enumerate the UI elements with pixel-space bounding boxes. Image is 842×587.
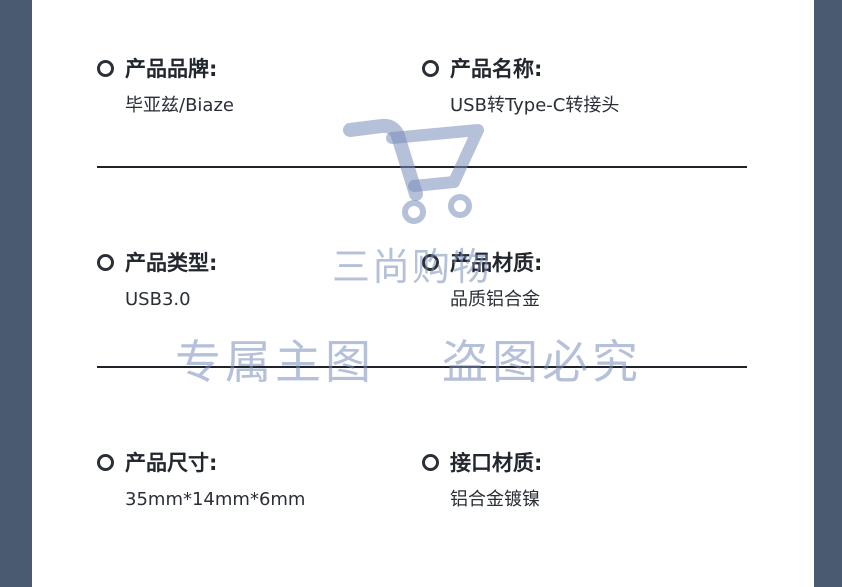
spec-label: 产品类型: — [125, 251, 218, 275]
spec-value: 毕亚兹/Biaze — [125, 95, 234, 116]
bullet-icon — [97, 254, 114, 271]
spec-label: 产品尺寸: — [125, 451, 218, 475]
divider — [97, 366, 747, 368]
spec-label: 产品名称: — [450, 57, 543, 81]
spec-label: 产品品牌: — [125, 57, 218, 81]
spec-value: USB3.0 — [125, 289, 191, 310]
bullet-icon — [422, 454, 439, 471]
spec-value: 35mm*14mm*6mm — [125, 489, 306, 510]
spec-label: 接口材质: — [450, 451, 543, 475]
spec-card — [32, 0, 814, 587]
spec-value: 品质铝合金 — [450, 289, 540, 310]
spec-value: 铝合金镀镍 — [450, 489, 540, 510]
divider — [97, 166, 747, 168]
bullet-icon — [422, 254, 439, 271]
spec-label: 产品材质: — [450, 251, 543, 275]
bullet-icon — [97, 60, 114, 77]
bullet-icon — [422, 60, 439, 77]
spec-value: USB转Type-C转接头 — [450, 95, 620, 116]
bullet-icon — [97, 454, 114, 471]
